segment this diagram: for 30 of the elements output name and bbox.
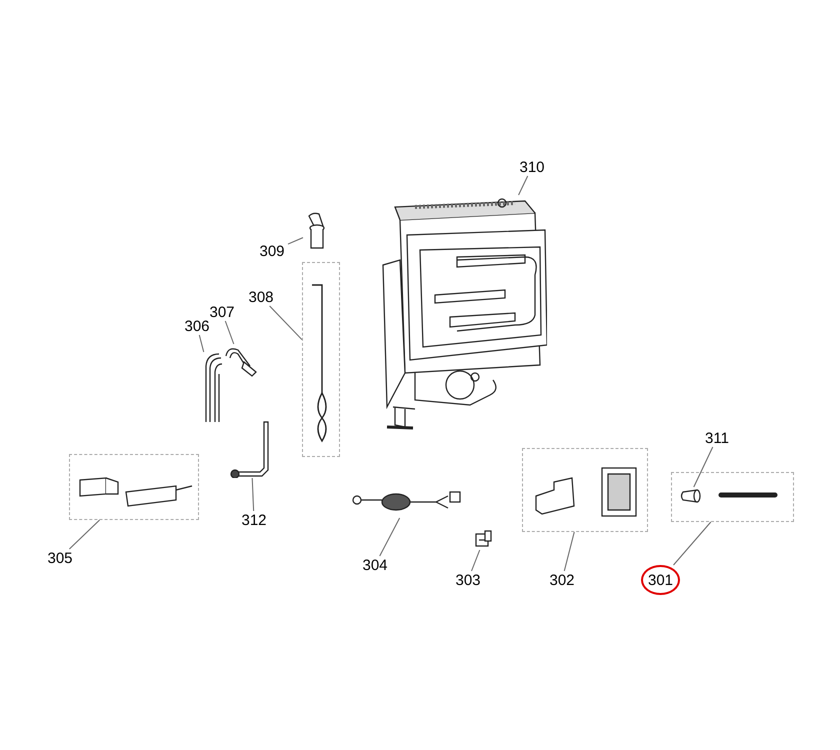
leader-line bbox=[224, 320, 234, 344]
leader-line bbox=[198, 334, 204, 352]
callout-number: 304 bbox=[362, 558, 388, 572]
callout-number: 305 bbox=[47, 550, 73, 566]
leader-line bbox=[379, 518, 400, 556]
callout-number: 307 bbox=[209, 304, 235, 320]
callout-number: 302 bbox=[549, 572, 575, 588]
callout-number: 312 bbox=[241, 512, 267, 528]
callout-number: 310 bbox=[519, 160, 545, 174]
callout-number: 301 bbox=[648, 572, 674, 588]
part-group-frame bbox=[522, 448, 648, 532]
leader-line bbox=[471, 550, 480, 572]
part-group-frame bbox=[69, 454, 199, 520]
leader-line bbox=[673, 522, 712, 566]
part-group-frame bbox=[671, 472, 794, 522]
callout-number: 308 bbox=[248, 290, 274, 304]
part-group-frame bbox=[302, 262, 340, 457]
leader-line bbox=[564, 532, 575, 572]
leader-line bbox=[288, 237, 304, 245]
callout-number: 306 bbox=[184, 318, 210, 334]
leader-line bbox=[518, 176, 528, 196]
callout-number: 303 bbox=[455, 572, 481, 588]
callout-number: 311 bbox=[705, 430, 729, 446]
part-drawing bbox=[203, 352, 223, 424]
leader-line bbox=[269, 306, 302, 340]
leader-line bbox=[693, 446, 714, 488]
leader-line bbox=[68, 520, 100, 550]
part-drawing bbox=[679, 488, 703, 504]
leader-line bbox=[252, 478, 254, 512]
callout-number: 309 bbox=[259, 244, 285, 258]
